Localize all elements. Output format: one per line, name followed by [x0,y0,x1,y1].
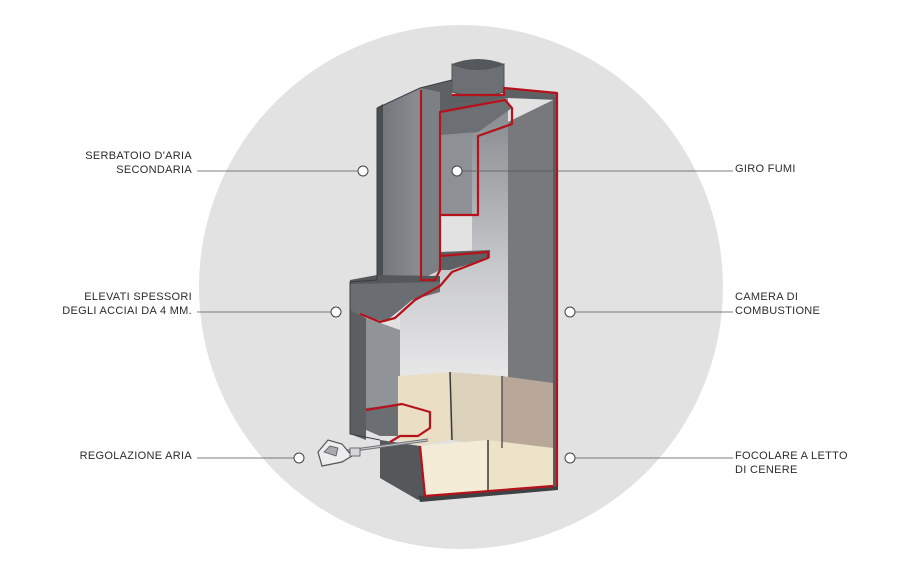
label-steel-thickness: ELEVATI SPESSORI DEGLI ACCIAI DA 4 MM. [62,291,192,317]
leader-lines [197,170,733,459]
refractory-back-mid [450,372,502,448]
steel-section-outline [359,86,559,498]
stove-body [317,59,559,502]
marker-ash-bed-hearth[interactable] [564,452,576,464]
stove-base-bottom [418,486,558,502]
combustion-chamber-inner [400,122,508,383]
label-air-regulation: REGOLAZIONE ARIA [79,450,192,462]
air-channel-mid-top [350,275,440,284]
marker-steel-thickness[interactable] [330,306,342,318]
label-smoke-path: GIRO FUMI [735,163,796,175]
flue-collar-rim [452,59,504,70]
air-channel-mid [350,280,440,322]
refractory-back-right [502,376,553,448]
leader-markers [293,165,576,464]
lower-left-column-face [366,318,400,410]
label-combustion-chamber: CAMERA DI COMBUSTIONE [735,291,821,317]
refractory-back-left [398,372,450,446]
secondary-air-tank-side [377,88,420,280]
stove-edges [349,79,453,441]
air-regulation-lever[interactable] [317,438,429,467]
combustion-chamber-back [508,100,553,383]
secondary-air-tank-front [420,88,440,280]
marker-smoke-path[interactable] [451,165,463,177]
secondary-air-tank-edge [377,104,383,280]
label-ash-bed-hearth: FOCOLARE A LETTO DI CENERE [735,450,848,476]
marker-secondary-air-tank[interactable] [357,165,369,177]
refractory-joint [449,371,453,441]
label-secondary-air-tank: SERBATOIO D'ARIA SECONDARIA [85,150,192,176]
lower-left-column [350,310,366,440]
marker-combustion-chamber[interactable] [564,306,576,318]
refractory-floor-left [420,440,488,496]
refractory-floor-right [488,440,553,492]
stove-base [380,440,425,500]
marker-air-regulation[interactable] [293,452,305,464]
